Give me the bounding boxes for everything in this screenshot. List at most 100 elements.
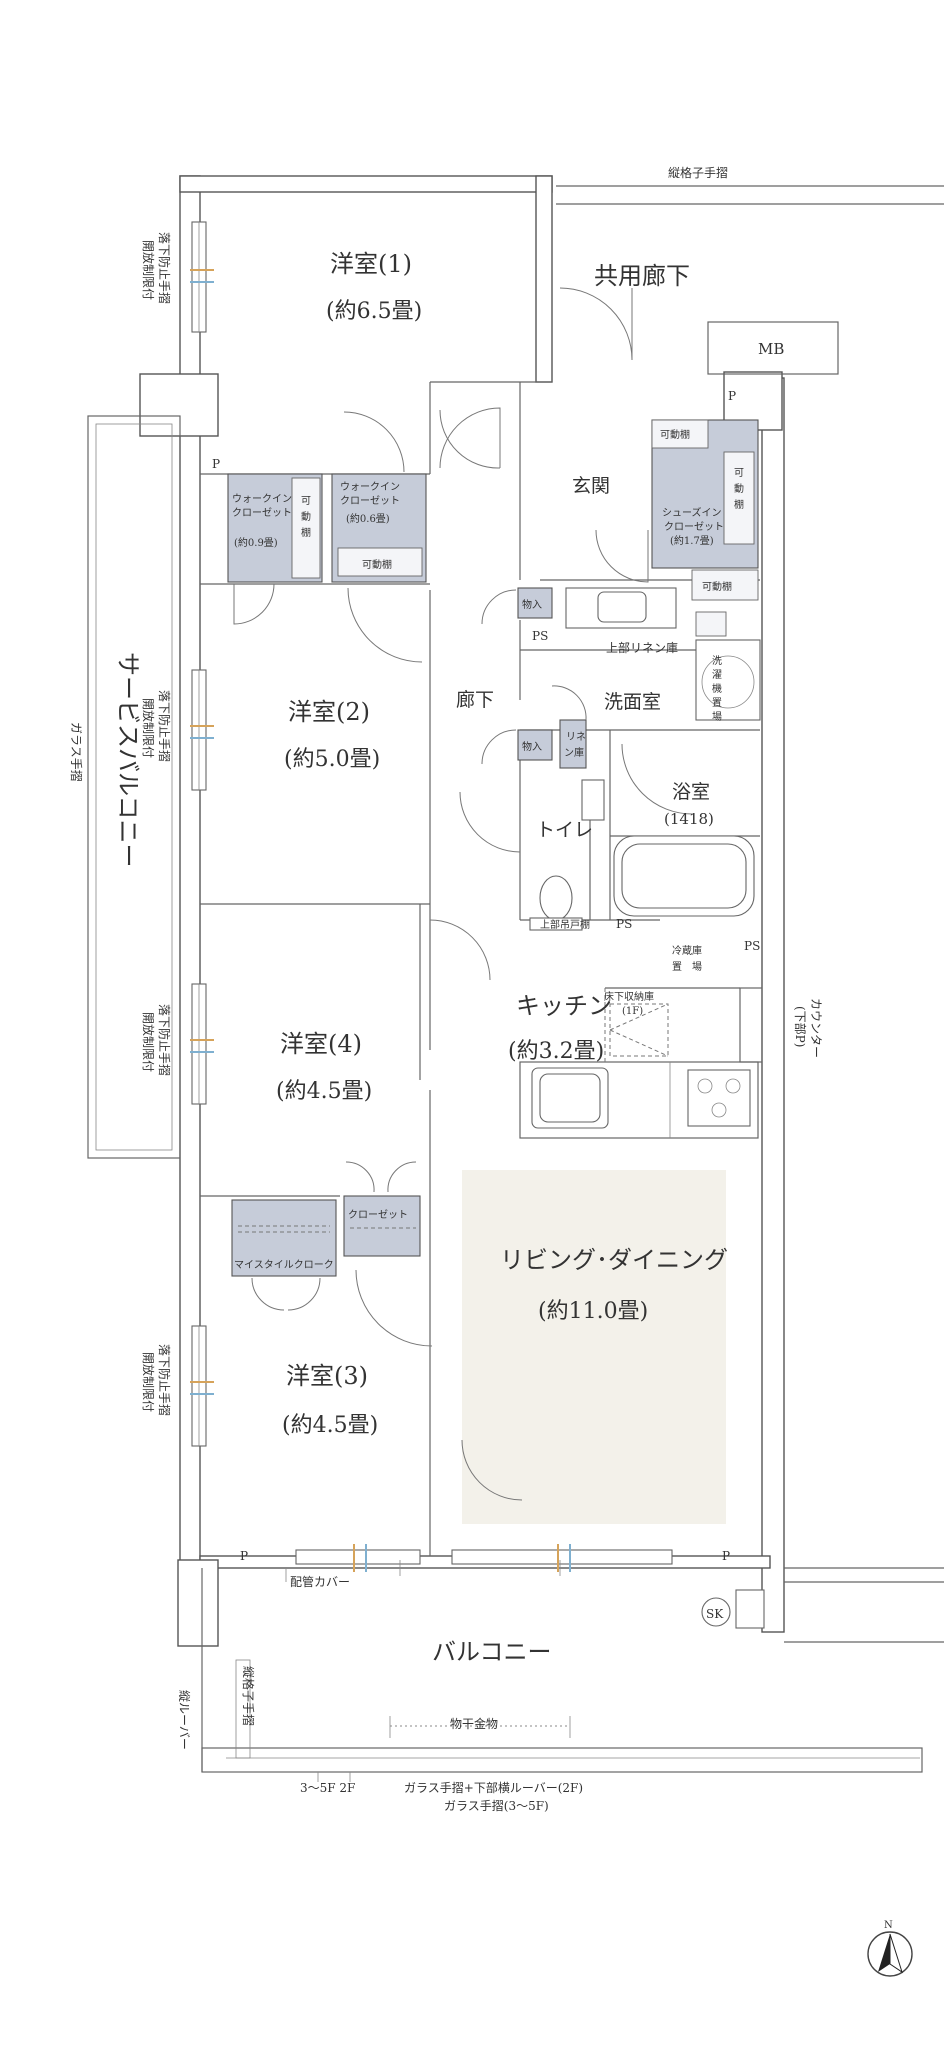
walkin2-label-2: クローゼット	[340, 495, 400, 507]
walkin2-shelf: 可動棚	[362, 558, 392, 571]
room-western2-name: 洋室(2)	[288, 698, 370, 726]
shoes-shelf-v2: 動	[734, 482, 744, 495]
fall-guard-3a: 落下防止手摺	[157, 1004, 172, 1076]
room-western4-name: 洋室(4)	[280, 1030, 362, 1058]
shoes-label-1: シューズイン	[662, 506, 722, 519]
room-bath-name: 浴室	[672, 781, 710, 803]
storage-boxes	[227, 419, 759, 1277]
washer-label-4: 置	[712, 697, 722, 709]
living-floor	[462, 1170, 726, 1524]
upper-linen-label: 上部リネン庫	[606, 640, 678, 655]
glass-note-2: ガラス手摺(3～5F)	[444, 1798, 549, 1813]
vertical-rail-side-label: 縦格子手摺	[241, 1666, 256, 1726]
sk-label: SK	[706, 1607, 724, 1621]
drying-poles	[389, 1716, 571, 1738]
shoes-shelf-v3: 棚	[734, 498, 744, 511]
shoes-label-2: クローゼット	[664, 521, 724, 533]
monoire-1-label: 物入	[522, 598, 542, 611]
fixtures	[529, 587, 765, 1629]
counter-label-1: カウンター	[809, 998, 823, 1058]
windows	[191, 221, 673, 1576]
walkin1-size: (約0.9畳)	[234, 536, 278, 549]
room-western3-size: (約4.5畳)	[282, 1413, 378, 1438]
walkin1-label-2: クローゼット	[232, 507, 292, 519]
walkin1-shelf-3: 棚	[301, 526, 311, 539]
north-label: N	[884, 1920, 893, 1931]
north-arrow-icon: N	[867, 1920, 913, 1977]
washer-label-2: 濯	[712, 669, 722, 681]
room-western2-size: (約5.0畳)	[284, 747, 380, 772]
ps-label-1: PS	[532, 629, 548, 643]
balcony-label: バルコニー	[432, 1638, 552, 1666]
room-western1-name: 洋室(1)	[330, 250, 412, 278]
fall-guard-1a: 落下防止手摺	[157, 232, 172, 304]
linen-box	[559, 719, 587, 769]
common-corridor-label: 共用廊下	[594, 262, 690, 290]
vertical-louver-label: 縦ルーバー	[177, 1690, 191, 1750]
room-western3-name: 洋室(3)	[286, 1362, 368, 1390]
mb-label: MB	[758, 340, 784, 358]
shoes-size: (約1.7畳)	[670, 534, 714, 547]
ps-label-2: PS	[616, 917, 632, 931]
p-label-3: P	[240, 1549, 248, 1563]
fall-guard-2a: 落下防止手摺	[157, 690, 172, 762]
doors	[233, 287, 693, 1501]
annotations: MB P P P P PS PS PS SK 縦格子手摺 ガラス手摺 落下防止手…	[69, 165, 823, 1813]
monoire-2-label: 物入	[522, 740, 542, 753]
fall-guard-2b: 開放制限付	[141, 698, 156, 758]
drying-rack-label: 物干金物	[450, 1716, 498, 1731]
fall-guard-4b: 開放制限付	[141, 1352, 156, 1412]
monoire-1-box	[517, 587, 553, 619]
underfloor-label-2: (1F)	[622, 1006, 643, 1017]
pipe-cover-label: 配管カバー	[290, 1574, 350, 1589]
walkin1-shelf-2: 動	[301, 510, 311, 523]
fall-guard-3b: 開放制限付	[141, 1012, 156, 1072]
underfloor-label-1: 床下収納庫	[604, 990, 654, 1003]
p-label-2: P	[212, 457, 220, 471]
fall-guard-4a: 落下防止手摺	[157, 1344, 172, 1416]
monoire-2-box	[517, 729, 553, 761]
fall-guard-1b: 開放制限付	[141, 240, 156, 300]
glass-note-1: ガラス手摺+下部横ルーバー(2F)	[404, 1780, 583, 1795]
linen-label-2: ン庫	[564, 746, 584, 759]
counter-label-2: (下部P)	[793, 1006, 808, 1047]
service-balcony-label: サービスバルコニー	[114, 652, 142, 868]
washer-label-5: 場	[712, 710, 722, 723]
room-washroom-name: 洗面室	[604, 691, 661, 713]
room-western1-size: (約6.5畳)	[326, 299, 422, 324]
shoes-shelf-top: 可動棚	[660, 428, 690, 441]
walkin1-shelf-1: 可	[301, 496, 311, 507]
mystyle-label: マイスタイルクローク	[234, 1259, 334, 1271]
washer-label-3: 機	[712, 682, 722, 695]
ps-label-3: PS	[744, 939, 760, 953]
room-living-name: リビング･ダイニング	[500, 1246, 728, 1274]
room-hallway-name: 廊下	[456, 689, 494, 711]
window-handle-accents	[190, 269, 571, 1572]
glass-rail-label: ガラス手摺	[69, 722, 84, 782]
p-label-1: P	[728, 389, 736, 403]
mystyle-cloak-box	[231, 1199, 337, 1277]
storage-labels: ウォークイン クローゼット (約0.9畳) 可 動 棚 ウォークイン クローゼッ…	[232, 428, 744, 1271]
washer-label-1: 洗	[712, 655, 722, 667]
fridge-label-2: 置 場	[672, 960, 702, 973]
walkin2-label-1: ウォークイン	[340, 481, 400, 493]
room-bath-size: (1418)	[664, 810, 714, 828]
vertical-rail-top-label: 縦格子手摺	[668, 165, 728, 180]
walkin2-size: (約0.6畳)	[346, 512, 390, 525]
walkin1-label-1: ウォークイン	[232, 493, 292, 505]
room-entrance-name: 玄関	[572, 475, 610, 497]
room-labels: 洋室(1) (約6.5畳) 洋室(2) (約5.0畳) 洋室(4) (約4.5畳…	[114, 250, 728, 1666]
room-kitchen-size: (約3.2畳)	[508, 1039, 604, 1064]
fridge-label-1: 冷蔵庫	[672, 944, 702, 957]
closet-box	[343, 1195, 421, 1257]
room-kitchen-name: キッチン	[516, 992, 612, 1020]
shoes-shelf-v1: 可	[734, 468, 744, 479]
p-label-4: P	[722, 1549, 730, 1563]
room-toilet-name: トイレ	[536, 819, 593, 841]
linen-label-1: リネ	[566, 731, 586, 743]
outer-walls	[87, 175, 944, 1773]
room-western4-size: (約4.5畳)	[276, 1079, 372, 1104]
shoes-shelf-bottom: 可動棚	[702, 580, 732, 593]
closet-label: クローゼット	[348, 1209, 408, 1221]
